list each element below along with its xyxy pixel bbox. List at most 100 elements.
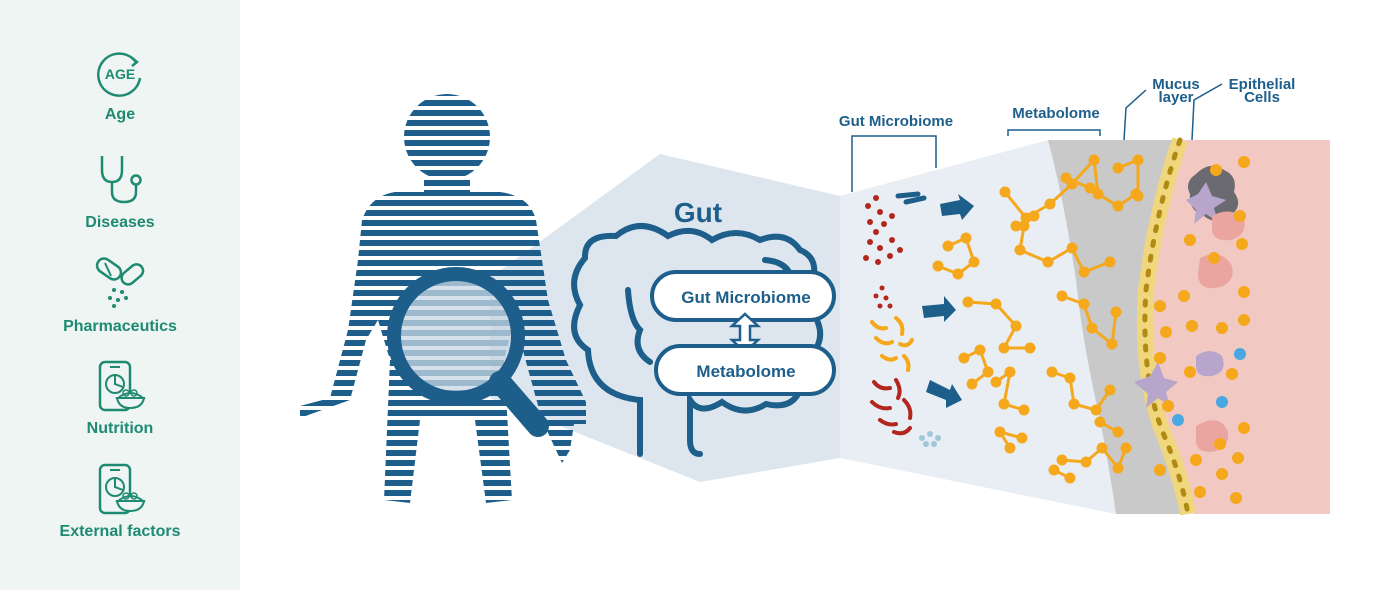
bacteria-cluster: [863, 191, 941, 447]
metabolome-box-label: Metabolome: [696, 362, 795, 381]
molecule-atom: [1048, 464, 1060, 476]
molecule-atom: [942, 240, 954, 252]
molecule-atom: [1120, 442, 1132, 454]
molecule-atom: [1106, 338, 1118, 350]
magnifier-icon: [387, 267, 549, 437]
molecule-atom: [1154, 464, 1166, 476]
factor-label: Diseases: [85, 214, 155, 231]
molecule-atom: [1184, 366, 1196, 378]
molecule-atom: [1216, 322, 1228, 334]
molecule-atom: [1088, 154, 1100, 166]
factor-label: Age: [104, 106, 136, 123]
col-label-gut-microbiome: Gut Microbiome: [839, 113, 953, 130]
molecule-atom: [952, 268, 964, 280]
factor-age: AGE Age: [0, 48, 240, 148]
molecule-atom: [1238, 156, 1250, 168]
molecule-atom: [1090, 404, 1102, 416]
gut-title: Gut: [674, 197, 722, 228]
factor-label: External factors: [59, 523, 181, 540]
pills-icon: [95, 257, 145, 308]
molecule-atom: [1064, 472, 1076, 484]
molecule-atom: [1094, 416, 1106, 428]
col-label-epithelial-line1: Epithelial: [1229, 76, 1296, 93]
molecule-atom: [1078, 266, 1090, 278]
influencing-factors-panel: AGE Age Diseases Pharmaceutics: [0, 0, 240, 590]
molecule-atom: [1214, 438, 1226, 450]
molecule-atom: [1066, 242, 1078, 254]
molecule-atom: [1068, 398, 1080, 410]
molecule-atom: [1208, 252, 1220, 264]
molecule-atom: [1178, 290, 1190, 302]
molecule-atom: [1154, 300, 1166, 312]
molecule-atom: [1014, 244, 1026, 256]
molecule-atom: [960, 232, 972, 244]
molecule-atom: [990, 376, 1002, 388]
metabolite-molecules: [932, 154, 1250, 504]
molecule-atom: [1018, 404, 1030, 416]
molecule-atom: [994, 426, 1006, 438]
molecule-atom: [1080, 456, 1092, 468]
molecule-atom: [998, 398, 1010, 410]
molecule-atom: [962, 296, 974, 308]
molecule-atom: [1056, 454, 1068, 466]
molecule-atom: [1112, 426, 1124, 438]
molecule-atom: [968, 256, 980, 268]
factor-label: Pharmaceutics: [63, 318, 177, 335]
molecule-atom: [966, 378, 978, 390]
molecule-atom: [1010, 220, 1022, 232]
molecule-atom: [999, 186, 1011, 198]
molecule-atom: [1046, 366, 1058, 378]
molecule-atom: [1092, 188, 1104, 200]
molecule-atom: [1064, 372, 1076, 384]
factor-diseases: Diseases: [0, 152, 240, 252]
molecule-atom: [1016, 432, 1028, 444]
molecule-atom: [1132, 190, 1144, 202]
molecule-atom: [1154, 352, 1166, 364]
epithelial-cell-nuclei: [1142, 137, 1191, 517]
molecule-atom: [990, 298, 1002, 310]
phone-food-icon: [98, 463, 146, 515]
molecule-atom: [1210, 164, 1222, 176]
molecule-bond: [1003, 191, 1028, 219]
molecule-atom: [1056, 290, 1068, 302]
molecule-atom: [1190, 454, 1202, 466]
stethoscope-icon: [100, 156, 142, 204]
molecule-atom: [1024, 342, 1036, 354]
molecule-atom: [1216, 468, 1228, 480]
molecule-atom: [1112, 462, 1124, 474]
age-badge-text: AGE: [105, 66, 135, 82]
column-brackets: [851, 83, 1223, 192]
molecule-atom: [1004, 366, 1016, 378]
col-label-metabolome: Metabolome: [1012, 105, 1100, 122]
molecule-atom: [1104, 384, 1116, 396]
molecule-atom: [1060, 172, 1072, 184]
factor-label: Nutrition: [86, 420, 154, 437]
molecule-atom: [958, 352, 970, 364]
phone-food-icon: [98, 360, 146, 412]
molecule-atom: [1238, 286, 1250, 298]
molecule-atom: [1238, 314, 1250, 326]
molecule-atom: [1004, 442, 1016, 454]
molecule-atom: [982, 366, 994, 378]
molecule-atom: [1086, 322, 1098, 334]
molecule-atom: [1010, 320, 1022, 332]
molecule-atom: [1186, 320, 1198, 332]
molecule-atom: [1044, 198, 1056, 210]
molecule-atom: [1232, 452, 1244, 464]
molecule-atom: [1096, 442, 1108, 454]
molecule-atom: [1110, 306, 1122, 318]
molecule-atom: [932, 260, 944, 272]
molecule-atom: [1184, 234, 1196, 246]
gut-diagram: Gut Gut Microbiome Metabolome: [240, 0, 1400, 590]
molecule-atom: [1042, 256, 1054, 268]
col-label-mucus-line1: Mucus: [1152, 76, 1200, 93]
molecule-atom: [1028, 210, 1040, 222]
factor-nutrition: Nutrition: [0, 360, 240, 460]
col-label-mucus-line2: layer: [1158, 89, 1193, 106]
molecule-atom: [974, 344, 986, 356]
col-label-epithelial-line2: Cells: [1244, 89, 1280, 106]
epithelial-region: [1149, 140, 1330, 514]
molecule-atom: [998, 342, 1010, 354]
molecule-atom: [1236, 238, 1248, 250]
factor-pharmaceutics: Pharmaceutics: [0, 256, 240, 356]
